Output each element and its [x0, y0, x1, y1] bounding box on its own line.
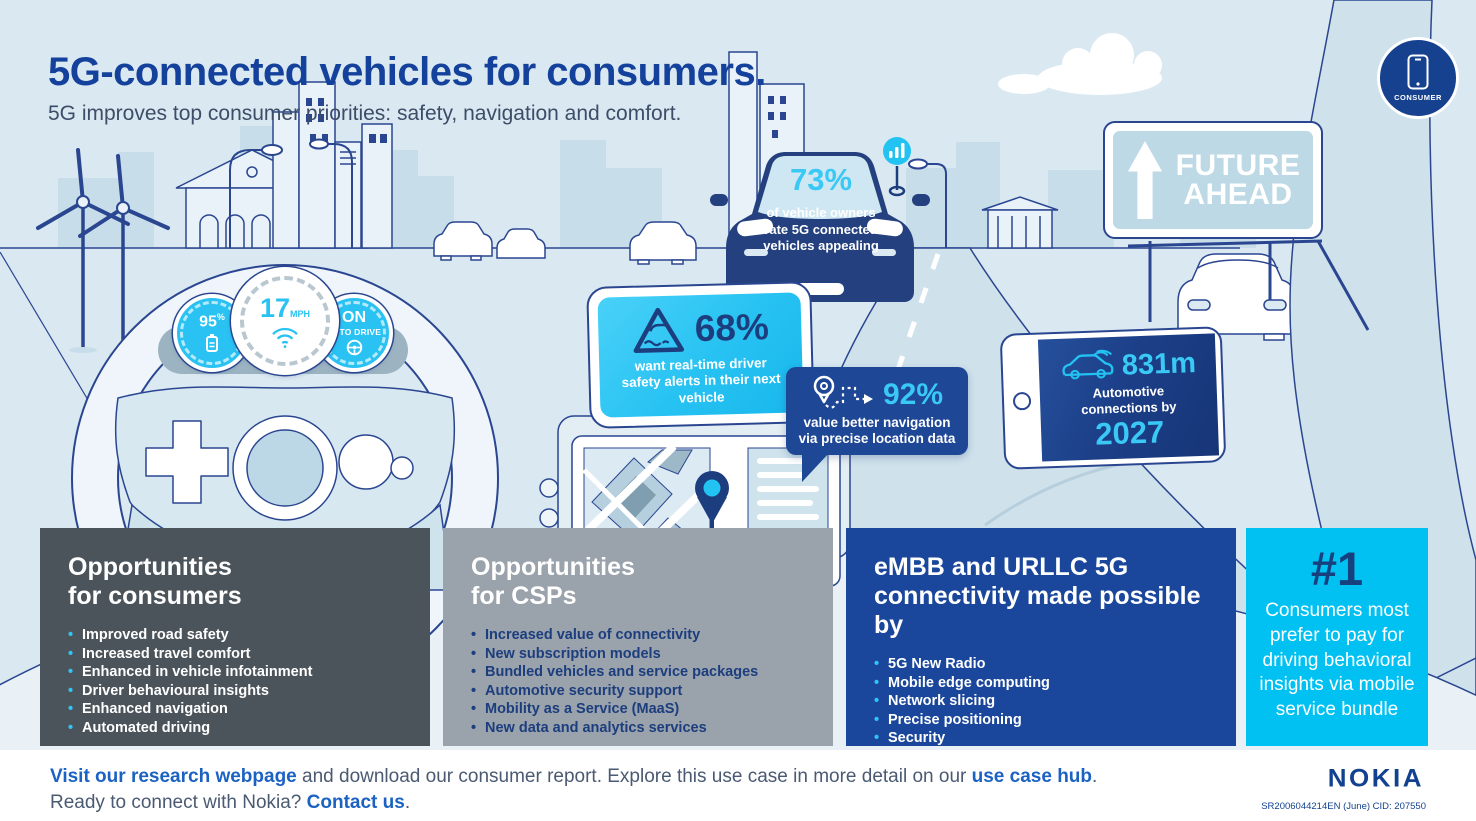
safety-stat-panel: 68% want real-time driver safety alerts …	[586, 281, 815, 429]
speed-value: 17	[259, 292, 291, 323]
list-item: Precise positioning	[874, 711, 1214, 730]
panel-opportunities-consumers: Opportunities for consumers Improved roa…	[40, 528, 430, 746]
list-item: Network slicing	[874, 692, 1214, 711]
pin-route-icon	[813, 375, 873, 409]
panel-csps-list: Increased value of connectivity New subs…	[471, 626, 811, 737]
battery-value: 95	[199, 313, 217, 331]
wifi-icon	[272, 327, 298, 348]
footer-line-1: Visit our research webpage and download …	[50, 766, 1097, 788]
list-item: Automated driving	[68, 719, 408, 738]
connections-tablet: 831m Automotive connections by 2027	[999, 326, 1227, 470]
battery-unit: %	[216, 311, 225, 322]
speed-gauge: 17MPH	[231, 267, 339, 375]
phone-icon	[1407, 54, 1429, 90]
home-button	[1012, 391, 1032, 411]
list-item: Automotive security support	[471, 682, 811, 701]
car-wifi-icon	[1062, 349, 1114, 380]
panel-5g-technology: eMBB and URLLC 5G connectivity made poss…	[846, 528, 1236, 748]
contact-us-link[interactable]: Contact us	[306, 792, 405, 813]
panel-consumers-title: Opportunities for consumers	[68, 553, 242, 610]
consumer-badge-label: CONSUMER	[1394, 93, 1442, 102]
battery-icon	[206, 334, 218, 353]
arrow-up-icon	[1127, 141, 1162, 219]
panel-consumers-list: Improved road safety Increased travel co…	[68, 626, 408, 737]
owners-stat-value: 73%	[789, 162, 853, 197]
list-item: Driver behavioural insights	[68, 682, 408, 701]
future-ahead-sign: FUTURE AHEAD	[1103, 121, 1323, 239]
list-item: New subscription models	[471, 645, 811, 664]
sign-line-1: FUTURE	[1175, 148, 1301, 182]
document-id: SR2006044214EN (June) CID: 207550	[1261, 801, 1426, 812]
footer-text: Ready to connect with Nokia?	[50, 792, 307, 813]
list-item: Increased travel comfort	[68, 645, 408, 664]
list-item: Improved road safety	[68, 626, 408, 645]
list-item: Security	[874, 729, 1214, 748]
signal-bars-icon	[889, 143, 905, 158]
highlight-rank: #1	[1310, 542, 1364, 595]
navigation-stat-caption: value better navigation via precise loca…	[798, 414, 956, 446]
list-item: New data and analytics services	[471, 719, 811, 738]
connections-stat-year: 2027	[1094, 414, 1165, 452]
list-item: Increased value of connectivity	[471, 626, 811, 645]
footer-text-end: .	[404, 792, 411, 813]
panel-technology-title: eMBB and URLLC 5G connectivity made poss…	[874, 553, 1201, 639]
nokia-logo: NOKIA	[1327, 763, 1424, 793]
list-item: Enhanced in vehicle infotainment	[68, 663, 408, 682]
connected-car	[710, 137, 930, 302]
cloud-icon	[998, 33, 1162, 95]
billboard-legs	[1127, 239, 1370, 331]
research-webpage-link[interactable]: Visit our research webpage	[50, 766, 297, 787]
footer-text: and download our consumer report. Explor…	[296, 766, 972, 787]
panel-csps-title: Opportunities for CSPs	[471, 553, 635, 610]
sign-line-2: AHEAD	[1183, 178, 1293, 211]
city-buildings	[175, 51, 1059, 249]
consumer-badge: CONSUMER	[1377, 37, 1459, 119]
footer-text-end: .	[1092, 766, 1098, 787]
autodrive-status: ON	[342, 309, 366, 327]
connections-stat-caption: Automotive connections by	[1080, 383, 1177, 417]
steering-wheel-icon	[346, 339, 362, 356]
highlight-text: Consumers most prefer to pay for driving…	[1259, 600, 1415, 721]
page-title: 5G-connected vehicles for consumers.	[48, 50, 766, 94]
owners-stat-caption: of vehicle owners rate 5G connected vehi…	[763, 205, 879, 254]
safety-stat-value: 68%	[694, 306, 770, 349]
navigation-stat-bubble: 92% value better navigation via precise …	[786, 367, 968, 482]
safety-stat-caption: want real-time driver safety alerts in t…	[621, 355, 781, 406]
street-lamp-icon	[229, 138, 947, 268]
slippery-road-warning-icon	[634, 307, 685, 353]
panel-opportunities-csps: Opportunities for CSPs Increased value o…	[443, 528, 833, 746]
page-subtitle: 5G improves top consumer priorities: saf…	[48, 102, 682, 125]
owners-stat: 73% of vehicle owners rate 5G connected …	[745, 162, 897, 255]
list-item: Enhanced navigation	[68, 700, 408, 719]
list-item: 5G New Radio	[874, 655, 1214, 674]
background-cars	[433, 221, 1297, 341]
wind-turbine-icon	[36, 148, 170, 357]
navigation-stat-value: 92%	[882, 377, 944, 411]
speed-unit: MPH	[290, 308, 311, 319]
use-case-hub-link[interactable]: use case hub	[971, 766, 1093, 787]
list-item: Mobile edge computing	[874, 674, 1214, 693]
list-item: Mobility as a Service (MaaS)	[471, 700, 811, 719]
list-item: Bundled vehicles and service packages	[471, 663, 811, 682]
connections-stat-value: 831m	[1121, 347, 1197, 382]
footer-line-2: Ready to connect with Nokia? Contact us.	[50, 792, 410, 814]
panel-technology-list: 5G New Radio Mobile edge computing Netwo…	[874, 655, 1214, 748]
panel-highlight: #1 Consumers most prefer to pay for driv…	[1246, 528, 1428, 746]
